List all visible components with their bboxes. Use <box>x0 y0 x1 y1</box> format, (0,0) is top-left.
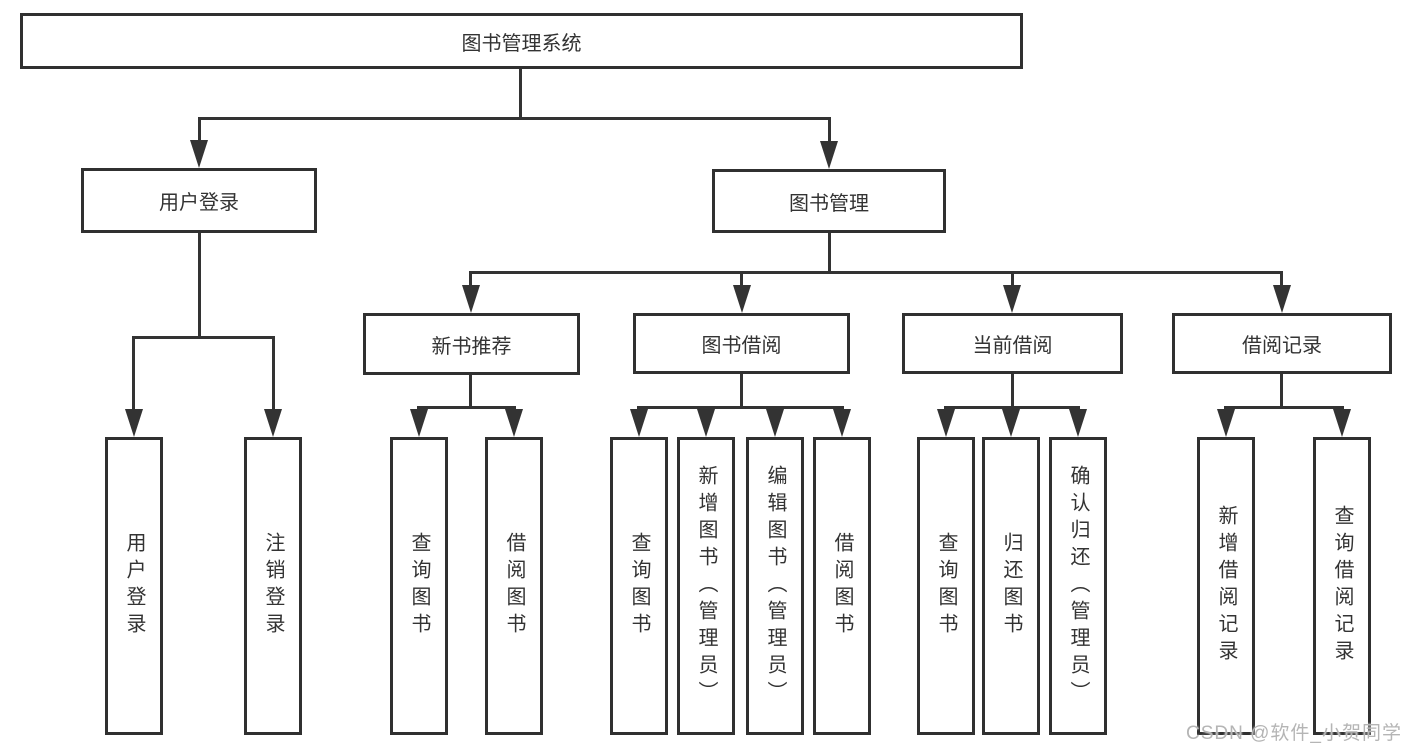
arrowhead-icon <box>264 409 282 437</box>
connector-line <box>198 117 201 147</box>
connector-line <box>519 69 522 120</box>
leaf-return-books: 归还图书 <box>982 437 1040 735</box>
leaf-label: 查询图书 <box>628 532 650 640</box>
leaf-label: 查询图书 <box>408 532 430 640</box>
arrowhead-icon <box>190 140 208 168</box>
connector-line <box>740 271 743 289</box>
arrowhead-icon <box>1273 285 1291 313</box>
connector-line <box>198 117 831 120</box>
arrowhead-icon <box>733 285 751 313</box>
arrowhead-icon <box>505 409 523 437</box>
connector-line <box>637 406 844 409</box>
node-label: 新书推荐 <box>431 335 512 358</box>
arrowhead-icon <box>462 285 480 313</box>
node-user-login: 用户登录 <box>81 168 317 233</box>
leaf-label: 新增借阅记录 <box>1215 505 1237 667</box>
leaf-add-borrow-record: 新增借阅记录 <box>1197 437 1255 735</box>
arrowhead-icon <box>630 409 648 437</box>
arrowhead-icon <box>410 409 428 437</box>
arrowhead-icon <box>1002 409 1020 437</box>
leaf-label: 归还图书 <box>1000 532 1022 640</box>
arrowhead-icon <box>820 141 838 169</box>
leaf-logout: 注销登录 <box>244 437 302 735</box>
leaf-query-books-current: 查询图书 <box>917 437 975 735</box>
arrowhead-icon <box>1217 409 1235 437</box>
connector-line <box>828 233 831 274</box>
connector-line <box>1011 374 1014 409</box>
csdn-watermark: CSDN @软件_小贺同学 <box>1186 723 1402 744</box>
node-current-borrowing: 当前借阅 <box>902 313 1123 374</box>
leaf-label: 新增图书（管理员） <box>695 464 717 708</box>
arrowhead-icon <box>1069 409 1087 437</box>
leaf-edit-books-admin: 编辑图书（管理员） <box>746 437 804 735</box>
connector-line <box>469 271 1283 274</box>
arrowhead-icon <box>1003 285 1021 313</box>
leaf-query-books-borrow: 查询图书 <box>610 437 668 735</box>
node-label: 借阅记录 <box>1242 335 1322 357</box>
leaf-label: 借阅图书 <box>503 532 525 640</box>
node-label: 图书管理系统 <box>461 32 582 55</box>
node-book-management: 图书管理 <box>712 169 946 233</box>
connector-line <box>1224 406 1344 409</box>
leaf-label: 查询图书 <box>935 532 957 640</box>
connector-line <box>1011 271 1014 289</box>
connector-line <box>944 406 1080 409</box>
leaf-label: 用户登录 <box>123 532 145 640</box>
leaf-add-books-admin: 新增图书（管理员） <box>677 437 735 735</box>
node-label: 图书借阅 <box>701 335 782 357</box>
connector-line <box>469 271 472 289</box>
leaf-query-books-recommend: 查询图书 <box>390 437 448 735</box>
leaf-confirm-return-admin: 确认归还（管理员） <box>1049 437 1107 735</box>
connector-line <box>272 336 275 414</box>
leaf-label: 查询借阅记录 <box>1331 505 1353 667</box>
arrowhead-icon <box>125 409 143 437</box>
connector-line <box>1280 374 1283 409</box>
connector-line <box>132 336 135 414</box>
connector-line <box>740 374 743 409</box>
connector-line <box>417 406 516 409</box>
arrowhead-icon <box>766 409 784 437</box>
arrowhead-icon <box>937 409 955 437</box>
node-library-system: 图书管理系统 <box>20 13 1023 69</box>
arrowhead-icon <box>1333 409 1351 437</box>
leaf-borrow-books-recommend: 借阅图书 <box>485 437 543 735</box>
node-label: 当前借阅 <box>972 335 1053 357</box>
leaf-label: 编辑图书（管理员） <box>764 464 786 708</box>
connector-line <box>828 117 831 147</box>
leaf-label: 借阅图书 <box>831 532 853 640</box>
node-new-book-recommendation: 新书推荐 <box>363 313 580 375</box>
node-borrowing-records: 借阅记录 <box>1172 313 1392 374</box>
arrowhead-icon <box>833 409 851 437</box>
node-book-borrowing: 图书借阅 <box>633 313 850 374</box>
leaf-label: 确认归还（管理员） <box>1067 464 1089 708</box>
connector-line <box>198 233 201 339</box>
leaf-user-login: 用户登录 <box>105 437 163 735</box>
leaf-label: 注销登录 <box>262 532 284 640</box>
node-label: 图书管理 <box>789 192 869 215</box>
connector-line <box>469 375 472 409</box>
node-label: 用户登录 <box>159 192 239 214</box>
arrowhead-icon <box>697 409 715 437</box>
connector-line <box>1280 271 1283 289</box>
leaf-query-borrow-record: 查询借阅记录 <box>1313 437 1371 735</box>
leaf-borrow-books: 借阅图书 <box>813 437 871 735</box>
connector-line <box>132 336 275 339</box>
